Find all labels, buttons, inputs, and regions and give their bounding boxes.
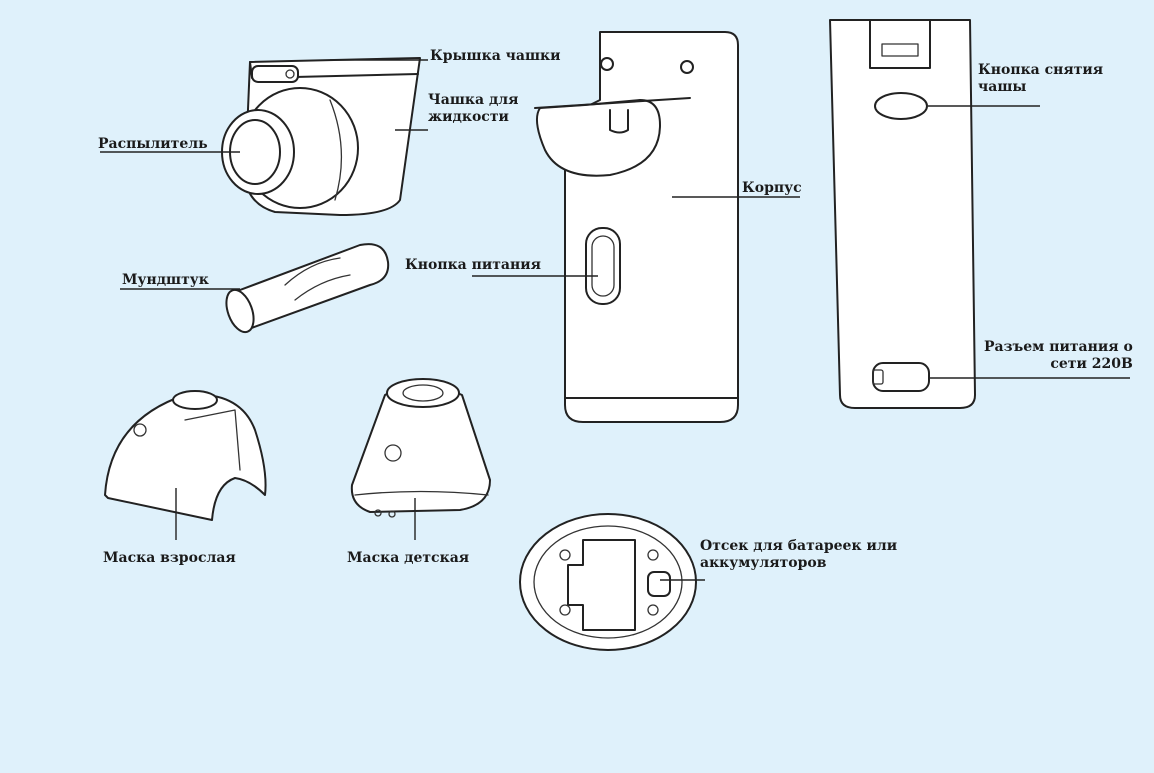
label-body: Корпус [742, 180, 802, 196]
cup-assembly-drawing [221, 57, 421, 216]
mouthpiece-opening [225, 288, 255, 334]
child-mask-rim-hole-2 [388, 510, 396, 518]
adult-mask-strap-hole [133, 423, 147, 437]
adult-mask-seam [184, 409, 241, 471]
adult-mask-port [172, 390, 218, 410]
label-adult-mask: Маска взрослая [103, 550, 236, 566]
mouthpiece-groove [284, 257, 341, 286]
battery-compartment-drawing [519, 513, 697, 651]
label-power-button: Кнопка питания [405, 257, 541, 273]
back-slot-inner [881, 43, 919, 57]
mouthpiece-tube [231, 243, 390, 331]
label-cup-lid: Крышка чашки [430, 48, 561, 64]
child-mask-rim-hole-1 [374, 509, 382, 517]
battery-screw-4 [647, 604, 659, 616]
power-socket-tip [872, 369, 884, 385]
cup-release-button-shape [874, 92, 928, 120]
battery-connector [647, 571, 671, 597]
lid-hinge-pin [285, 69, 295, 79]
label-child-mask: Маска детская [347, 550, 470, 566]
label-power-socket: Разъем питания о сети 220В [984, 339, 1133, 372]
device-body-back-drawing [829, 19, 976, 409]
cup-body-contour [329, 99, 343, 201]
cup-holder-top-edge [534, 97, 691, 109]
child-mask-rim [354, 490, 489, 496]
battery-screw-1 [559, 549, 571, 561]
body-back-outline [829, 19, 976, 409]
lid-hinge-shape [251, 65, 299, 83]
child-mask-drawing [350, 378, 491, 518]
body-front-outline [564, 31, 739, 423]
adult-mask-drawing [104, 390, 267, 521]
power-button-inner [591, 235, 615, 297]
power-button-outline [585, 227, 621, 305]
battery-screw-2 [647, 549, 659, 561]
label-sprayer: Распылитель [98, 136, 208, 152]
device-body-front-drawing [534, 31, 739, 423]
label-mouthpiece: Мундштук [122, 272, 209, 288]
child-mask-strap-hole [384, 444, 402, 462]
adult-mask-shell [104, 393, 267, 521]
label-cup-liquid: Чашка для жидкости [428, 92, 519, 125]
body-screw-left [600, 57, 614, 71]
mouthpiece-drawing [225, 243, 390, 334]
battery-base-inner [533, 525, 683, 639]
label-cup-release-button: Кнопка снятия чашы [978, 62, 1104, 95]
battery-screw-3 [559, 604, 571, 616]
cup-latch-shape [609, 109, 629, 134]
cup-holder-shape [535, 99, 661, 177]
mouthpiece-groove-2 [294, 274, 351, 301]
body-screw-right [680, 60, 694, 74]
power-socket-shape [872, 362, 930, 392]
child-mask-port-outer [386, 378, 460, 408]
child-mask-port-inner [402, 384, 444, 402]
label-battery-compartment: Отсек для батареек или аккумуляторов [700, 538, 898, 571]
battery-cover [567, 539, 636, 631]
